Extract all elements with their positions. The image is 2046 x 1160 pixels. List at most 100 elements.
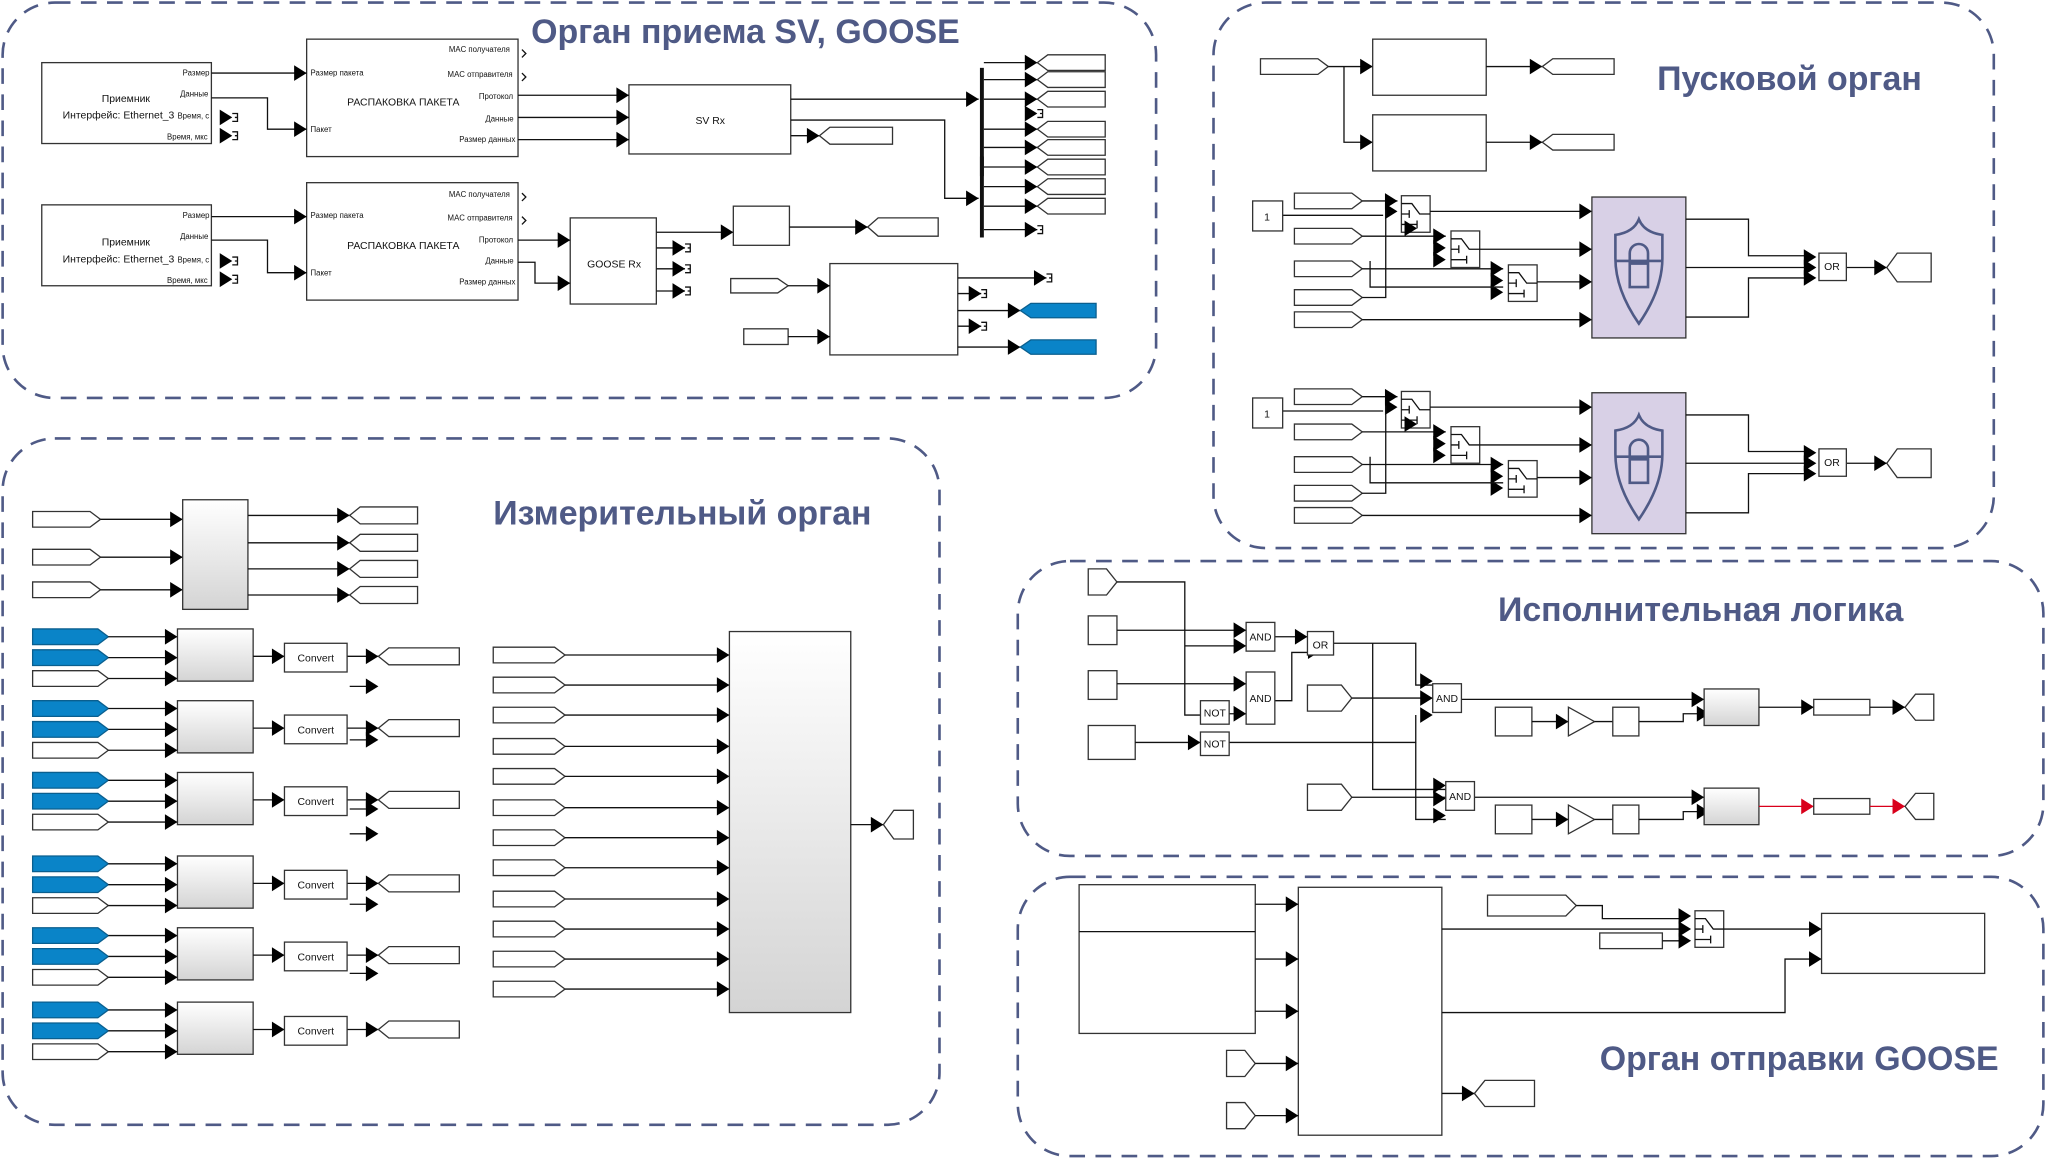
from-tag[interactable] [1087,568,1118,596]
goto-tag[interactable] [1036,71,1106,89]
convert-box[interactable] [283,786,348,817]
from-tag-blue[interactable] [31,855,110,873]
convert-box[interactable] [283,869,348,900]
from-tag[interactable] [492,676,567,694]
or-gate-start-1[interactable]: OR [1818,252,1848,282]
from-tag[interactable] [492,646,567,664]
from-tag[interactable] [730,277,790,294]
display-block[interactable] [1813,797,1871,815]
goose-tx-block[interactable] [1297,886,1443,1136]
display-block[interactable] [1813,698,1871,716]
from-tag-blue[interactable] [31,1022,110,1040]
goto-tag[interactable] [1036,158,1106,176]
sv-rx-block[interactable]: SV Rx [628,84,792,155]
filter-block[interactable] [1372,114,1487,172]
from-tag-blue[interactable] [31,720,110,738]
or-gate-logic[interactable]: OR [1306,630,1335,656]
goto-tag[interactable] [377,718,460,738]
from-tag[interactable] [1293,227,1364,245]
from-tag[interactable] [31,741,110,759]
convert-box[interactable] [283,941,348,972]
from-tag[interactable] [31,1043,110,1061]
goto-tag[interactable] [1036,178,1106,196]
from-tag-blue[interactable] [31,876,110,894]
constant-block[interactable] [743,328,789,346]
from-tag[interactable] [1259,58,1330,76]
constant-block[interactable] [1599,932,1664,950]
delay-block[interactable] [1612,804,1640,835]
calc-block[interactable] [176,628,254,682]
from-tag[interactable] [31,897,110,915]
goto-tag[interactable] [348,533,419,552]
and-gate-1[interactable]: AND [1245,621,1276,652]
receiver-block-1[interactable]: Приемник Интерфейс: Ethernet_3 Размер Да… [41,61,213,145]
from-tag[interactable] [1306,783,1353,811]
from-tag[interactable] [492,890,567,908]
goto-tag[interactable] [1036,120,1106,138]
goto-tag[interactable] [1541,133,1615,151]
from-tag[interactable] [1306,684,1353,712]
goto-tag[interactable] [377,790,460,809]
goto-tag[interactable] [377,946,460,965]
from-tag-blue[interactable] [31,700,110,718]
goto-tag[interactable] [1541,58,1615,76]
from-tag-blue[interactable] [31,771,110,789]
and-gate-2[interactable]: AND [1245,671,1276,725]
calc-block[interactable] [176,700,254,754]
from-tag[interactable] [1293,423,1364,441]
goto-tag[interactable] [348,585,419,605]
filter-block[interactable] [1372,38,1487,96]
from-tag[interactable] [492,920,567,938]
from-tag[interactable] [1293,192,1364,210]
bus-selector[interactable] [979,67,984,177]
calc-block[interactable] [176,771,254,826]
goto-tag[interactable] [866,217,939,237]
convert-block[interactable]: Convert [283,714,348,745]
goto-tag[interactable] [1036,197,1106,215]
settings-block[interactable] [1078,884,1256,1035]
not-gate-2[interactable]: NOT [1199,731,1230,757]
calc-block[interactable] [176,927,254,981]
not-gate-1[interactable]: NOT [1199,700,1230,725]
goto-tag[interactable] [1904,693,1935,721]
from-tag[interactable] [1293,506,1364,524]
from-tag[interactable] [492,799,567,817]
input-block[interactable] [1494,804,1533,835]
gain-block[interactable] [1567,803,1596,835]
goto-tag-blue[interactable] [1019,339,1097,355]
from-tag[interactable] [1293,388,1364,406]
from-tag-blue[interactable] [31,927,110,945]
from-tag-blue[interactable] [31,947,110,965]
goto-tag[interactable] [1885,252,1932,283]
input-block[interactable] [1494,706,1533,737]
goto-tag[interactable] [1036,54,1106,72]
goose-rx-block[interactable]: GOOSE Rx [569,217,657,305]
unpack-block-2[interactable]: РАСПАКОВКА ПАКЕТА Размер пакета Пакет MA… [305,182,519,301]
delay-block[interactable] [1612,706,1640,737]
from-tag-blue[interactable] [31,1001,110,1019]
goto-tag[interactable] [377,647,460,666]
goose-decoder-block[interactable] [829,262,959,356]
goto-tag[interactable] [348,559,419,579]
convert-box[interactable] [283,714,348,745]
unpack-block-1[interactable]: РАСПАКОВКА ПАКЕТА Размер пакета Пакет MA… [305,38,519,158]
from-tag[interactable] [492,829,567,847]
from-tag[interactable] [1293,289,1364,306]
from-tag[interactable] [31,548,102,566]
from-tag[interactable] [31,510,102,528]
convert-block[interactable]: Convert [283,642,348,673]
and-gate-3[interactable]: AND [1432,683,1463,714]
relay-block[interactable] [1703,787,1760,826]
calc-block[interactable] [176,855,254,909]
aggregator-block[interactable] [728,630,852,1014]
goto-tag[interactable] [377,874,460,893]
goto-tag[interactable] [818,126,894,145]
goose-publisher-block[interactable] [1820,912,1986,975]
from-tag[interactable] [492,980,567,998]
from-tag[interactable] [1293,260,1364,278]
goto-tag[interactable] [1904,792,1935,821]
input-block[interactable] [1087,670,1118,701]
from-tag[interactable] [1225,1101,1257,1130]
from-tag[interactable] [492,859,567,877]
from-tag[interactable] [492,950,567,968]
